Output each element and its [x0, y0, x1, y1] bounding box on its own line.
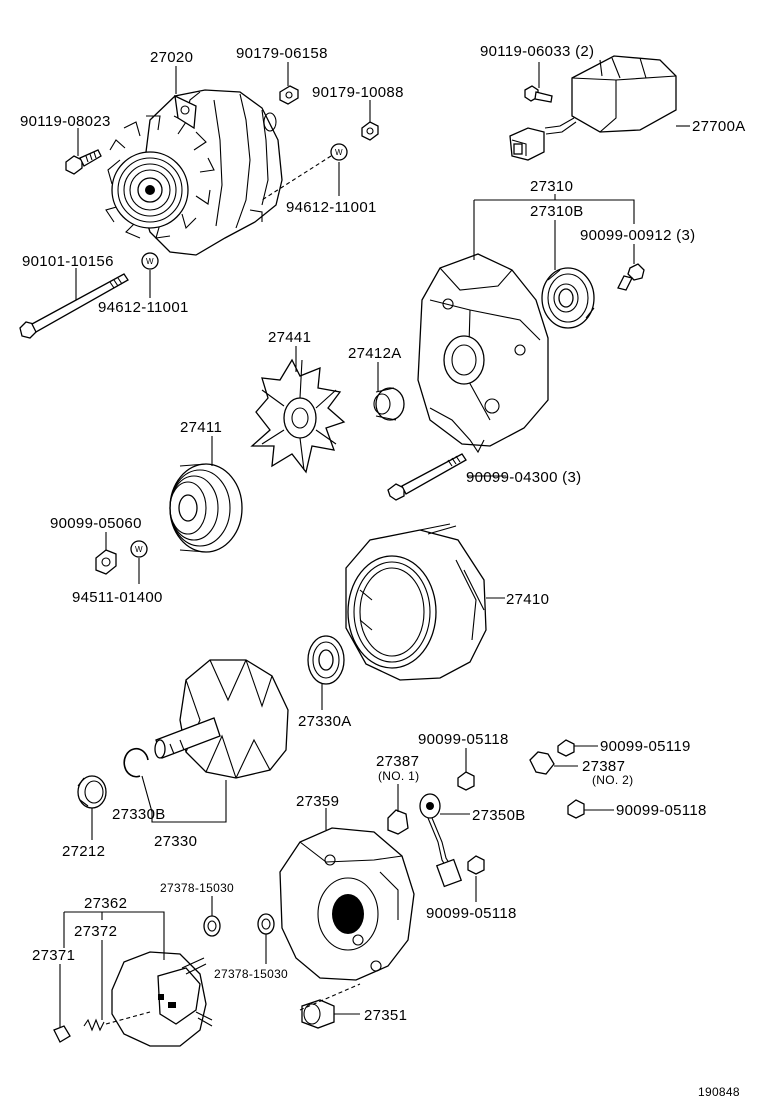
label-27212: 27212	[62, 843, 105, 860]
label-27330b: 27330B	[112, 806, 166, 823]
fan-27441-drawing	[250, 358, 346, 474]
cover-27212-drawing	[77, 775, 107, 809]
label-94612-11001-lower: 94612-11001	[98, 299, 189, 316]
label-27310: 27310	[530, 178, 573, 195]
label-27330: 27330	[154, 833, 197, 850]
label-90099-04300: 90099-04300 (3)	[466, 469, 581, 486]
snap-ring-27330b-drawing	[123, 747, 149, 778]
bearing-27330a-drawing	[307, 635, 345, 685]
spring-27372-drawing	[83, 1018, 105, 1032]
alternator-assembly-drawing	[105, 89, 283, 256]
label-27387-no2-note: (NO. 2)	[592, 773, 633, 787]
insulator-27387-no2-drawing	[529, 751, 555, 775]
washer-mark-lower: W	[146, 257, 154, 266]
label-27350b: 27350B	[472, 807, 526, 824]
washer-marks: W W W	[135, 148, 343, 554]
label-27359: 27359	[296, 793, 339, 810]
washer-94612-upper-drawing	[330, 143, 348, 161]
label-94612-11001-upper: 94612-11001	[286, 199, 377, 216]
label-90179-10088: 90179-10088	[312, 84, 404, 101]
label-27310b: 27310B	[530, 203, 584, 220]
part-labels: 27020 90179-06158 90179-10088 90119-0802…	[20, 43, 746, 1024]
label-27020: 27020	[150, 49, 193, 66]
drawing-number: 190848	[698, 1085, 740, 1099]
label-27387-no1-note: (NO. 1)	[378, 769, 419, 783]
insulator-27387-no1-drawing	[387, 809, 409, 835]
nut-90179-06158-drawing	[279, 85, 299, 105]
rectifier-end-frame-27359-drawing	[279, 827, 415, 981]
label-27378-15030-upper: 27378-15030	[160, 881, 234, 895]
label-90099-05118-right: 90099-05118	[616, 802, 707, 819]
bolt-90119-08023-drawing	[65, 149, 102, 175]
label-27330a: 27330A	[298, 713, 352, 730]
label-90099-05060: 90099-05060	[50, 515, 142, 532]
brush-holder-27362-drawing	[111, 951, 213, 1047]
stator-27410-drawing	[345, 523, 487, 681]
long-bolt-90101-10156-drawing	[19, 273, 129, 339]
regulator-27700a-drawing	[509, 55, 677, 161]
pulley-27411-drawing	[169, 463, 243, 553]
label-94511-01400: 94511-01400	[72, 589, 163, 606]
label-27351: 27351	[364, 1007, 407, 1024]
bearing-27310b-drawing	[541, 267, 595, 329]
nut-90179-10088-drawing	[361, 121, 379, 141]
nut-90099-05119-drawing	[557, 739, 575, 757]
label-90099-05118-upper: 90099-05118	[418, 731, 509, 748]
label-27412a: 27412A	[348, 345, 402, 362]
screw-90099-00912-drawing	[617, 263, 645, 291]
label-27387-no2: 27387	[582, 758, 625, 775]
label-90119-08023: 90119-08023	[20, 113, 111, 130]
washer-mark-upper: W	[335, 148, 343, 157]
insulator-27378-upper-drawing	[203, 915, 221, 937]
drive-end-frame-27310-drawing	[417, 253, 549, 454]
washer-mark-94511: W	[135, 545, 143, 554]
label-27410: 27410	[506, 591, 549, 608]
bolt-90099-04300-drawing	[387, 453, 467, 501]
label-27362: 27362	[84, 895, 127, 912]
brush-27371-drawing	[53, 1025, 71, 1043]
terminal-27350b-drawing	[419, 793, 463, 888]
leader-lines	[59, 62, 690, 1028]
insulator-27378-lower-drawing	[257, 913, 275, 935]
bush-27351-drawing	[301, 999, 335, 1029]
label-90099-00912: 90099-00912 (3)	[580, 227, 695, 244]
label-27387-no1: 27387	[376, 753, 419, 770]
label-90099-05118-lower: 90099-05118	[426, 905, 517, 922]
spacer-27412a-drawing	[373, 387, 405, 421]
label-27700a: 27700A	[692, 118, 746, 135]
label-27372: 27372	[74, 923, 117, 940]
washer-94511-01400-drawing	[130, 540, 148, 558]
nut-90099-05118-upper-drawing	[457, 771, 475, 791]
label-27378-15030-lower: 27378-15030	[214, 967, 288, 981]
nut-90099-05060-drawing	[95, 549, 117, 575]
washer-94612-lower-drawing	[141, 252, 159, 270]
label-90119-06033: 90119-06033 (2)	[480, 43, 594, 60]
label-27371: 27371	[32, 947, 75, 964]
label-90179-06158: 90179-06158	[236, 45, 328, 62]
nut-90099-05118-right-drawing	[567, 799, 585, 819]
bolt-90119-06033-drawing	[524, 85, 553, 103]
nut-90099-05118-lower-drawing	[467, 855, 485, 875]
label-90101-10156: 90101-10156	[22, 253, 114, 270]
label-27441: 27441	[268, 329, 311, 346]
rotor-27330-drawing	[154, 659, 289, 779]
label-90099-05119: 90099-05119	[600, 738, 691, 755]
label-27411: 27411	[180, 419, 222, 436]
